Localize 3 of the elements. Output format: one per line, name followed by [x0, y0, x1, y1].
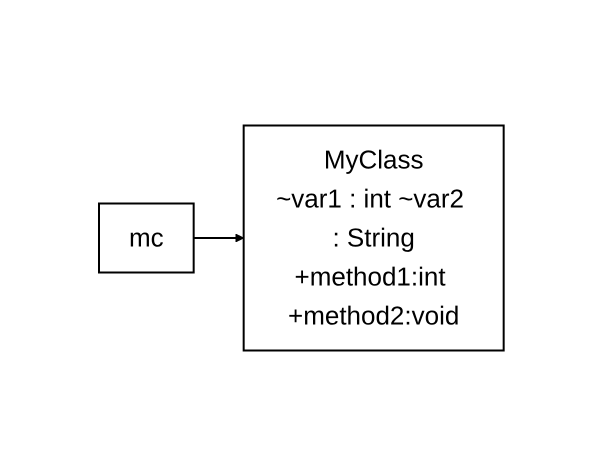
node-box: MyClass ~var1 : int ~var2 : String +method1:int +method2:void	[242, 124, 504, 352]
node-box: mc	[98, 202, 194, 274]
arrow	[193, 234, 244, 242]
